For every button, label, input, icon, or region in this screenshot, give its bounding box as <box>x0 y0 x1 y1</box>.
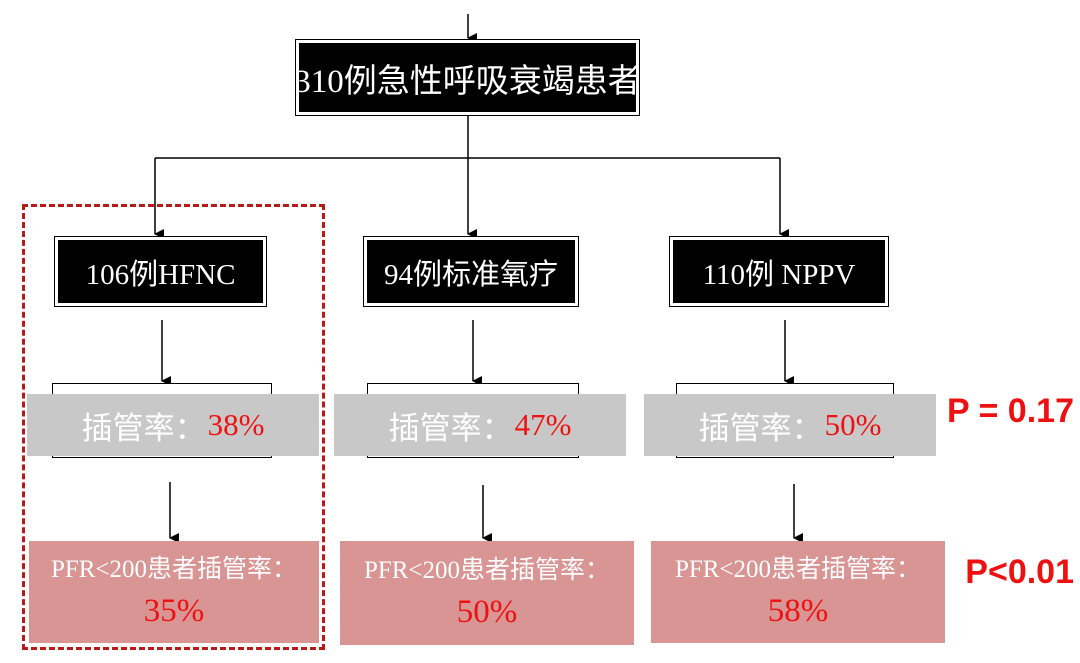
pfr-intubation-label: PFR<200患者插管率： <box>363 557 611 584</box>
intubation-rate-nppv: 插管率：50% <box>644 394 936 456</box>
pfr-intubation-standard-oxygen: PFR<200患者插管率： 50% <box>340 541 634 645</box>
group-node-hfnc: 106例HFNC <box>54 236 267 307</box>
root-node-label: 310例急性呼吸衰竭患者 <box>294 63 641 100</box>
intubation-rate-label: 插管率： <box>388 410 513 446</box>
group-node-label: 110例 NPPV <box>702 258 856 291</box>
pfr-intubation-value: 58% <box>767 593 829 629</box>
intubation-rate-label: 插管率： <box>81 410 206 446</box>
pfr-intubation-value: 35% <box>143 593 205 629</box>
group-node-label: 106例HFNC <box>85 258 236 291</box>
intubation-rate-hfnc: 插管率：38% <box>27 394 319 456</box>
root-node: 310例急性呼吸衰竭患者 <box>294 39 641 116</box>
group-node-standard-oxygen: 94例标准氧疗 <box>363 236 579 307</box>
p-value-intubation: P = 0.17 <box>947 392 1074 430</box>
intubation-rate-value: 38% <box>207 407 265 442</box>
intubation-rate-value: 47% <box>514 407 572 442</box>
intubation-rate-standard-oxygen: 插管率：47% <box>334 394 626 456</box>
pfr-intubation-nppv: PFR<200患者插管率： 58% <box>651 541 945 643</box>
hfnc-highlight-frame <box>22 204 325 650</box>
pfr-intubation-hfnc: PFR<200患者插管率： 35% <box>29 541 319 643</box>
group-node-nppv: 110例 NPPV <box>669 236 889 307</box>
intubation-rate-value: 50% <box>824 407 882 442</box>
group-node-label: 94例标准氧疗 <box>383 258 558 291</box>
pfr-intubation-label: PFR<200患者插管率： <box>50 556 298 583</box>
intubation-rate-label: 插管率： <box>698 410 823 446</box>
p-value-pfr: P<0.01 <box>965 553 1074 591</box>
pfr-intubation-label: PFR<200患者插管率： <box>674 556 922 583</box>
pfr-intubation-value: 50% <box>456 594 518 630</box>
